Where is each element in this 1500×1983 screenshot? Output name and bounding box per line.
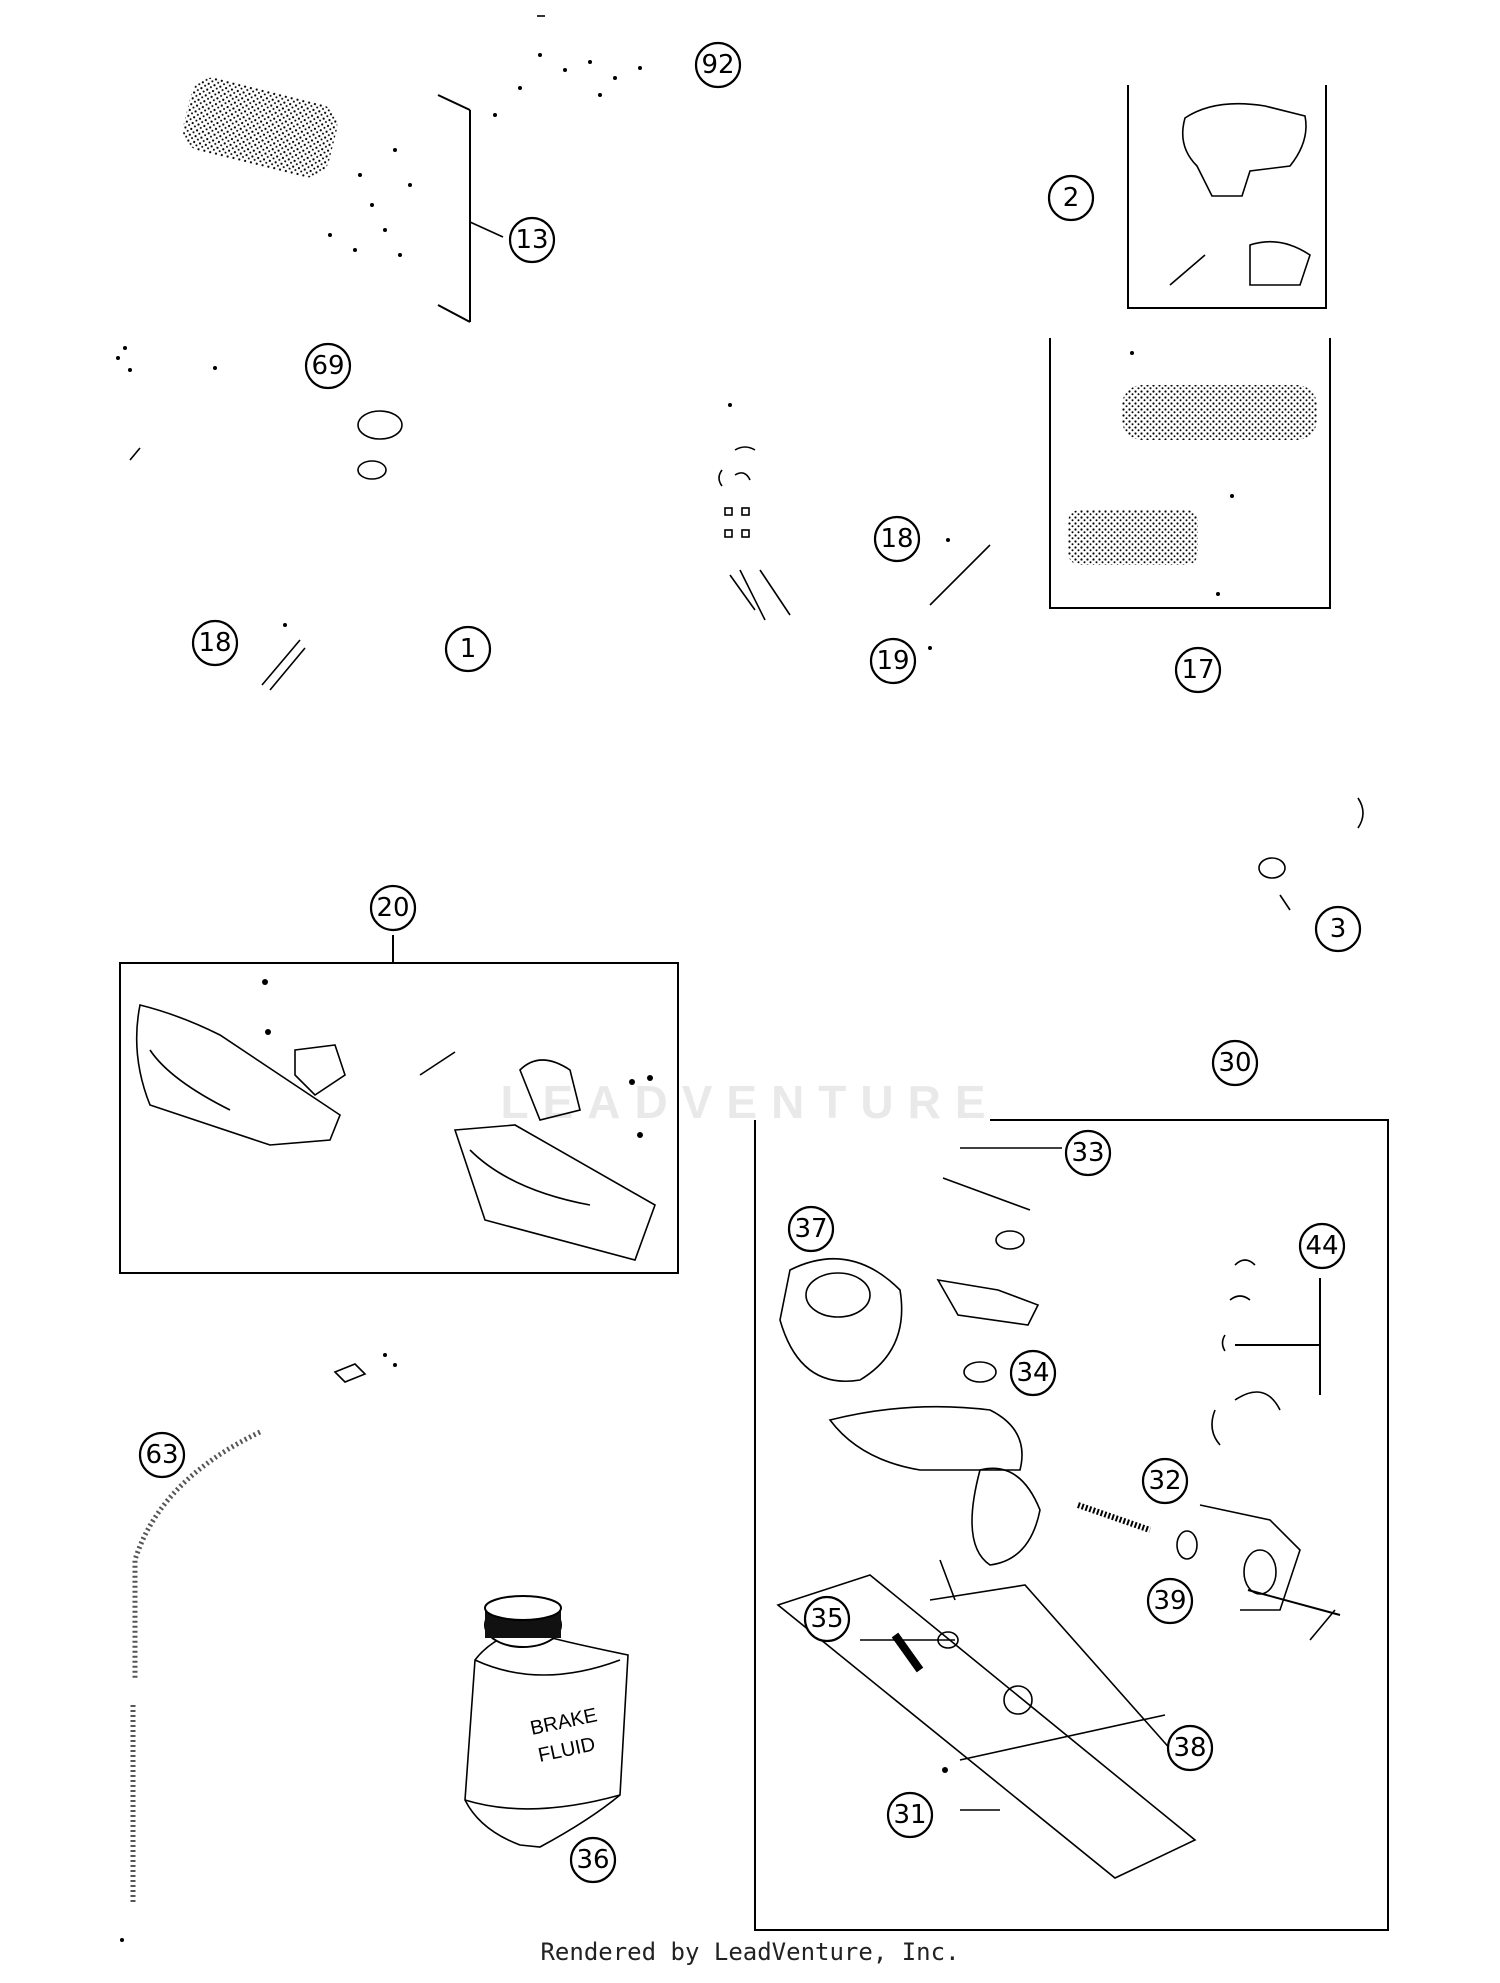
svg-text:18: 18 bbox=[198, 628, 231, 658]
callout-19: 19 bbox=[869, 637, 917, 685]
brake-hose bbox=[120, 1353, 397, 1942]
callout-31: 31 bbox=[886, 1791, 934, 1839]
svg-text:19: 19 bbox=[876, 646, 909, 676]
svg-text:92: 92 bbox=[701, 50, 734, 80]
bracket-13 bbox=[437, 94, 471, 111]
callout-37: 37 bbox=[787, 1205, 835, 1253]
callout-35: 35 bbox=[803, 1595, 851, 1643]
callout-18-left: 18 bbox=[191, 619, 239, 667]
svg-text:20: 20 bbox=[376, 893, 409, 923]
svg-text:39: 39 bbox=[1153, 1586, 1186, 1616]
callout-30: 30 bbox=[1211, 1039, 1259, 1087]
svg-text:35: 35 bbox=[810, 1604, 843, 1634]
svg-text:1: 1 bbox=[460, 634, 477, 664]
cap-group bbox=[1258, 797, 1364, 911]
svg-text:38: 38 bbox=[1173, 1733, 1206, 1763]
svg-text:3: 3 bbox=[1330, 914, 1347, 944]
handguard-box bbox=[119, 935, 679, 1274]
callout-20: 20 bbox=[369, 884, 417, 932]
callout-2: 2 bbox=[1047, 174, 1095, 222]
callout-92: 92 bbox=[694, 41, 742, 89]
svg-text:18: 18 bbox=[880, 524, 913, 554]
svg-text:31: 31 bbox=[893, 1800, 926, 1830]
callout-32: 32 bbox=[1141, 1457, 1189, 1505]
svg-text:33: 33 bbox=[1071, 1138, 1104, 1168]
watermark-text: LEADVENTURE bbox=[500, 1076, 1000, 1128]
brake-pads-box bbox=[1127, 85, 1327, 309]
svg-text:17: 17 bbox=[1181, 655, 1214, 685]
svg-text:63: 63 bbox=[145, 1440, 178, 1470]
callout-18-right: 18 bbox=[873, 515, 921, 563]
svg-text:34: 34 bbox=[1016, 1358, 1049, 1388]
callout-69: 69 bbox=[304, 342, 352, 390]
callout-33: 33 bbox=[1064, 1129, 1112, 1177]
master-cylinder-box bbox=[754, 1119, 1389, 1931]
callout-36: 36 bbox=[569, 1836, 617, 1884]
grips-box bbox=[1049, 338, 1331, 609]
svg-text:36: 36 bbox=[576, 1845, 609, 1875]
footer-credit: Rendered by LeadVenture, Inc. bbox=[540, 1938, 960, 1966]
grip-17-left bbox=[1068, 510, 1198, 565]
callout-34: 34 bbox=[1009, 1349, 1057, 1397]
svg-text:13: 13 bbox=[515, 225, 548, 255]
svg-text:69: 69 bbox=[311, 351, 344, 381]
callout-17: 17 bbox=[1174, 646, 1222, 694]
callout-3: 3 bbox=[1314, 905, 1362, 953]
brake-fluid-bottle bbox=[464, 1595, 629, 1848]
grip-13 bbox=[182, 77, 338, 178]
throttle-grip-group bbox=[182, 15, 642, 323]
callout-13: 13 bbox=[508, 216, 556, 264]
lever-pin-group bbox=[261, 623, 306, 691]
svg-text:32: 32 bbox=[1148, 1466, 1181, 1496]
grip-17-right bbox=[1122, 385, 1317, 440]
callout-38: 38 bbox=[1166, 1724, 1214, 1772]
switch-group bbox=[116, 346, 403, 480]
callout-44: 44 bbox=[1298, 1222, 1346, 1270]
svg-text:2: 2 bbox=[1063, 183, 1080, 213]
svg-text:30: 30 bbox=[1218, 1048, 1251, 1078]
callout-63: 63 bbox=[138, 1431, 186, 1479]
callout-39: 39 bbox=[1146, 1577, 1194, 1625]
callouts: 92 13 2 69 18 1 18 19 17 20 3 30 33 37 4… bbox=[138, 41, 1362, 1884]
svg-text:44: 44 bbox=[1305, 1231, 1338, 1261]
center-hardware bbox=[718, 403, 991, 650]
svg-text:37: 37 bbox=[794, 1214, 827, 1244]
bottle-label-line2: FLUID bbox=[536, 1733, 597, 1767]
callout-1: 1 bbox=[444, 625, 492, 673]
